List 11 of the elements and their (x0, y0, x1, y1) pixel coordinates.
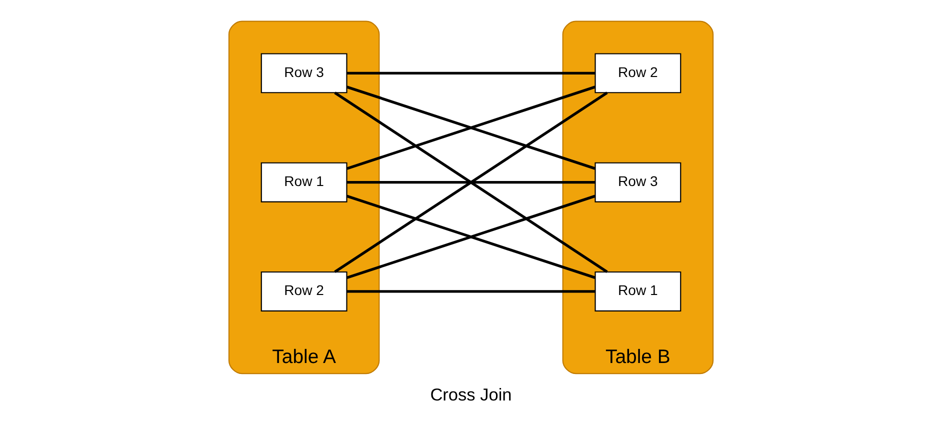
caption: Cross Join (430, 384, 512, 404)
node-box: Row 1 (594, 271, 682, 312)
node-box: Row 3 (260, 53, 348, 94)
connector (346, 72, 596, 75)
node-box: Row 3 (594, 162, 682, 202)
connector (346, 86, 596, 170)
node-box: Row 1 (260, 162, 348, 202)
node-box: Row 2 (260, 271, 348, 312)
node-box: Row 2 (594, 53, 682, 94)
connector (346, 180, 596, 184)
connector (346, 290, 596, 293)
